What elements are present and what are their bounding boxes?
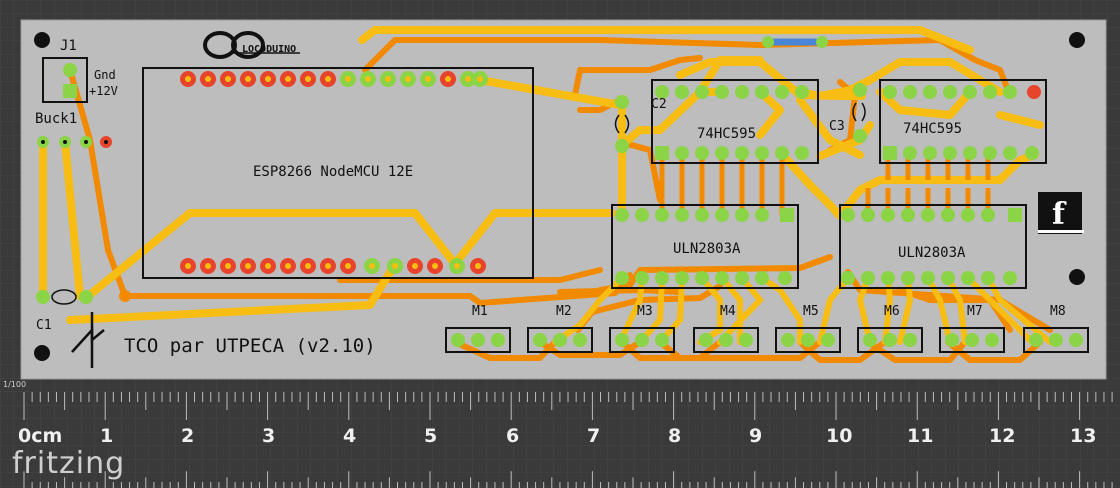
- c1-ref: C1: [36, 318, 52, 333]
- motor-connector-outlines: [445, 327, 1089, 353]
- ruler-number-12: 12: [989, 425, 1016, 447]
- driver-2-label: ULN2803A: [898, 245, 966, 261]
- ruler-number-3: 3: [262, 425, 276, 447]
- nodemcu-outline[interactable]: [142, 67, 534, 279]
- locoduino-logo-text: LOCODUINO: [242, 44, 296, 55]
- mcu-label: ESP8266 NodeMCU 12E: [253, 164, 413, 180]
- shift-register-1-label: 74HC595: [697, 126, 756, 142]
- driver-1-label: ULN2803A: [673, 241, 741, 257]
- motor-label-m2: M2: [556, 304, 572, 319]
- c2-ref: C2: [651, 97, 667, 112]
- motor-label-m6: M6: [884, 304, 900, 319]
- buck-ref: Buck1: [35, 111, 77, 127]
- ruler-number-2: 2: [181, 425, 195, 447]
- ruler-number-13: 13: [1070, 425, 1097, 447]
- ruler-number-4: 4: [343, 425, 357, 447]
- jumper-wire[interactable]: [762, 36, 828, 48]
- driver-1-outline[interactable]: [611, 204, 799, 289]
- c1-outline: [51, 289, 77, 305]
- power-pads: [36, 63, 867, 304]
- fritzing-f-icon: f: [1038, 192, 1084, 234]
- fritzing-brand: fritzing: [12, 446, 126, 481]
- motor-label-m8: M8: [1050, 304, 1066, 319]
- connector-j1-outline[interactable]: [42, 57, 88, 103]
- j1-pin1-label: Gnd: [94, 68, 116, 82]
- ruler-number-5: 5: [424, 425, 438, 447]
- board-title: TCO par UTPECA (v2.10): [124, 335, 376, 357]
- mounting-holes: [34, 32, 1085, 361]
- nodemcu-top-pads: [180, 71, 488, 87]
- motor-connector-pads: [451, 333, 1083, 347]
- motor-label-m1: M1: [472, 304, 488, 319]
- j1-pin2-label: +12V: [89, 84, 118, 98]
- j1-ref: J1: [60, 38, 77, 54]
- shift-register-1-outline[interactable]: [651, 79, 819, 164]
- driver-1-pads: [615, 208, 794, 285]
- motor-label-m3: M3: [637, 304, 653, 319]
- ruler-number-11: 11: [907, 425, 934, 447]
- shift-register-2-label: 74HC595: [903, 121, 962, 137]
- c3-outline: [852, 102, 866, 122]
- motor-label-m4: M4: [720, 304, 736, 319]
- shift-register-1-pads: [655, 85, 809, 160]
- c2-outline: [614, 114, 630, 134]
- ruler-number-1: 1: [100, 425, 114, 447]
- shift-register-2-outline[interactable]: [879, 79, 1047, 164]
- lightning-icon: [71, 312, 105, 368]
- ruler: [23, 392, 1113, 488]
- motor-label-m7: M7: [967, 304, 983, 319]
- driver-2-pads: [841, 208, 1022, 285]
- c3-ref: C3: [829, 119, 845, 134]
- nodemcu-bottom-pads: [180, 258, 486, 274]
- driver-2-outline[interactable]: [839, 204, 1027, 289]
- ruler-number-9: 9: [749, 425, 763, 447]
- ruler-number-8: 8: [668, 425, 682, 447]
- shift-register-2-pads: [883, 85, 1041, 160]
- locoduino-logo: LOCODUINO: [203, 31, 300, 59]
- ruler-number-6: 6: [506, 425, 520, 447]
- ruler-number-7: 7: [587, 425, 601, 447]
- scale-label: 1/100: [3, 380, 27, 389]
- svg-text:f: f: [1052, 197, 1067, 232]
- ruler-number-10: 10: [826, 425, 853, 447]
- motor-label-m5: M5: [803, 304, 819, 319]
- ruler-unit-label: 0cm: [18, 425, 63, 447]
